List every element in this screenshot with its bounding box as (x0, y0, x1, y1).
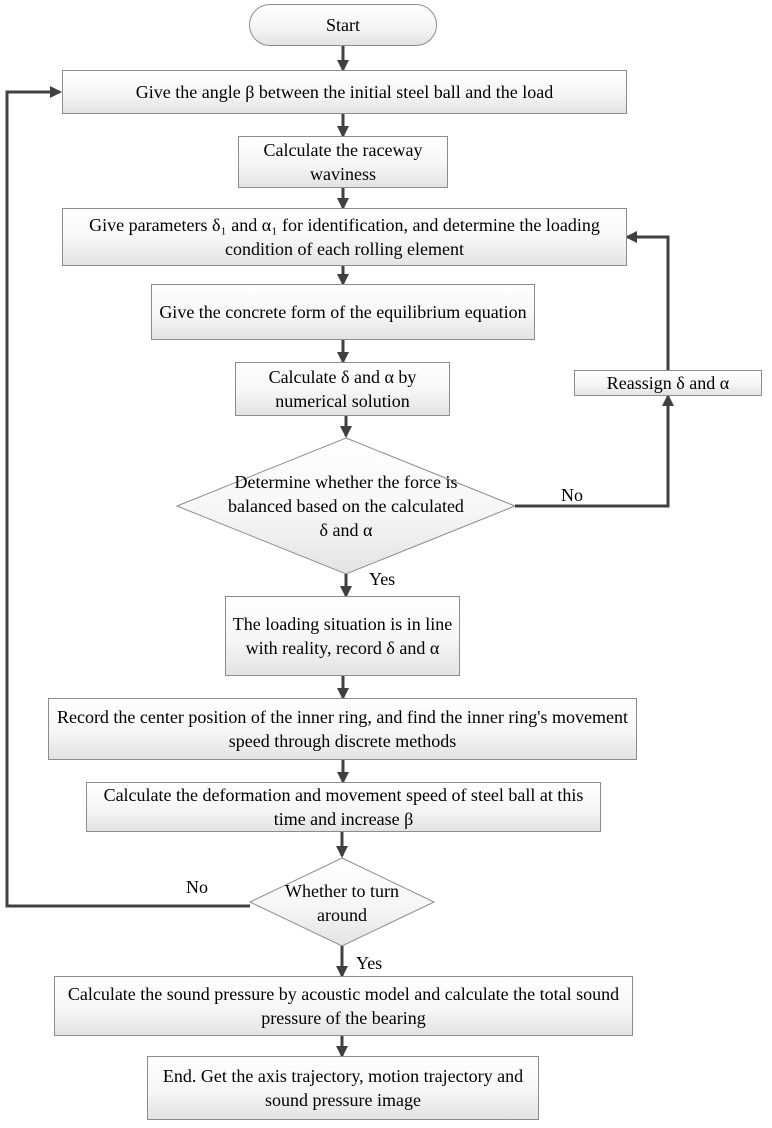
start-label: Start (326, 15, 360, 35)
step-give-angle-text: Give the angle β between the initial ste… (135, 82, 554, 102)
step-give-angle: Give the angle β between the initial ste… (62, 70, 627, 114)
step-record-delta-alpha: The loading situation is in line with re… (225, 596, 460, 676)
decision-turn-around-text: Whether to turn around (285, 881, 399, 925)
step-end-text: End. Get the axis trajectory, motion tra… (162, 1066, 524, 1110)
step-calc-waviness: Calculate the raceway waviness (238, 136, 448, 188)
step-calc-delta-alpha: Calculate δ and α by numerical solution (235, 362, 450, 416)
label-balanced-no: No (561, 485, 583, 505)
step-record-center: Record the center position of the inner … (48, 698, 637, 760)
step-record-center-text: Record the center position of the inner … (56, 707, 629, 751)
step-give-params-text: Give parameters δ₁ and α₁ for identifica… (89, 215, 600, 259)
step-calc-sound: Calculate the sound pressure by acoustic… (54, 976, 633, 1036)
decision-turn-around: Whether to turn around (282, 878, 402, 928)
step-end: End. Get the axis trajectory, motion tra… (147, 1056, 539, 1120)
label-balanced-yes: Yes (369, 569, 396, 589)
decision-force-balanced-text: Determine whether the force is balanced … (228, 472, 464, 540)
arrow-turn-no-loop (5, 86, 250, 908)
step-reassign: Reassign δ and α (574, 370, 762, 396)
step-reassign-text: Reassign δ and α (606, 373, 730, 393)
step-calc-deformation-text: Calculate the deformation and movement s… (103, 785, 584, 829)
decision-force-balanced: Determine whether the force is balanced … (226, 468, 466, 544)
arrow-reassign-to-params (625, 231, 670, 370)
step-give-params: Give parameters δ₁ and α₁ for identifica… (62, 208, 627, 266)
arrow-no-to-reassign (515, 394, 674, 508)
step-calc-delta-alpha-text: Calculate δ and α by numerical solution (268, 367, 417, 411)
step-give-form-text: Give the concrete form of the equilibriu… (159, 302, 527, 322)
start-terminal: Start (249, 4, 437, 46)
step-calc-waviness-text: Calculate the raceway waviness (263, 140, 423, 184)
step-calc-sound-text: Calculate the sound pressure by acoustic… (67, 984, 620, 1028)
step-calc-deformation: Calculate the deformation and movement s… (86, 782, 601, 832)
label-turn-no: No (186, 877, 208, 897)
step-give-form: Give the concrete form of the equilibriu… (151, 284, 535, 340)
step-record-delta-alpha-text: The loading situation is in line with re… (232, 614, 453, 658)
label-turn-yes: Yes (356, 953, 383, 973)
